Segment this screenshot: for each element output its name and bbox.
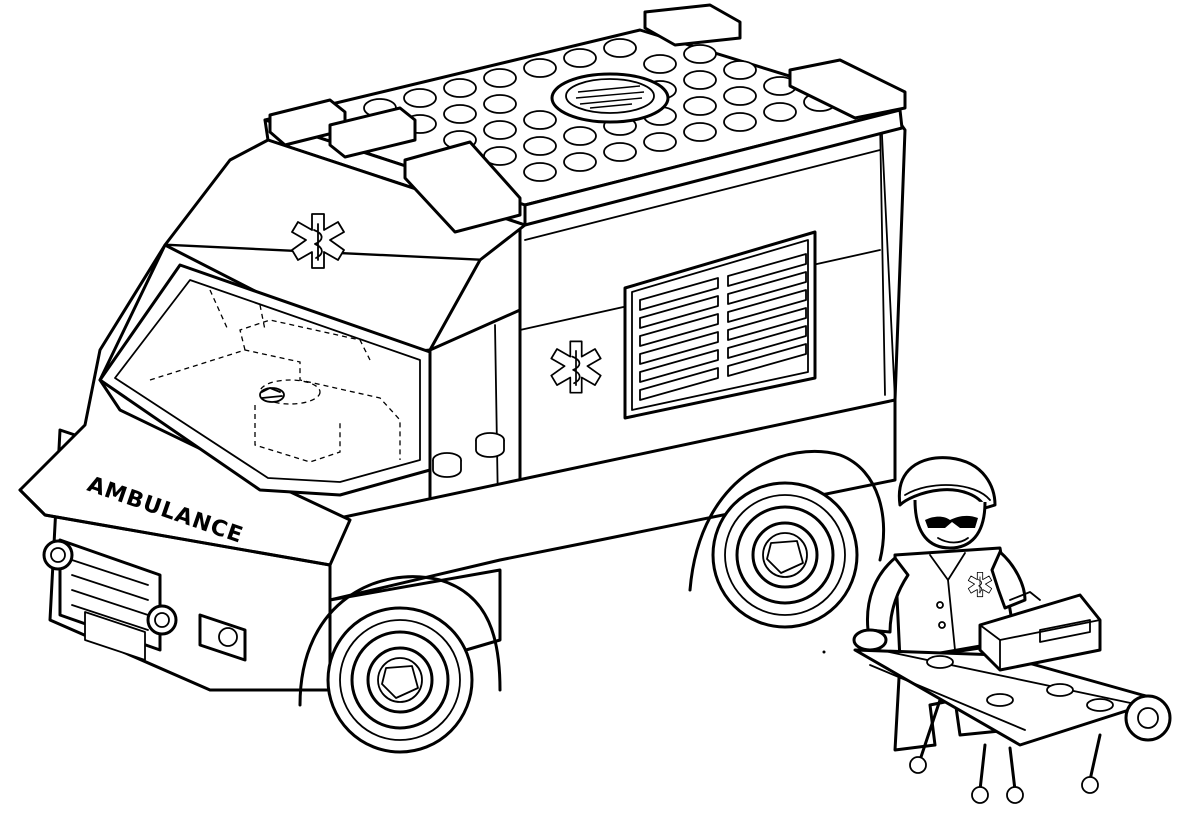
front-wheel: [326, 606, 474, 754]
cab-interior-dashed: [149, 289, 401, 463]
roof-studs: [363, 38, 837, 182]
left-hand: [852, 628, 888, 652]
front-wheel-arch: [298, 575, 502, 707]
head: [913, 499, 987, 550]
helmet: [897, 456, 997, 510]
license-plate: [84, 611, 146, 661]
left-headlight: [42, 539, 74, 571]
medical-kit: [978, 591, 1102, 672]
roof-hatch: [550, 72, 670, 124]
right-arm: [990, 550, 1027, 610]
front-grille: [42, 538, 247, 662]
side-indicator: [198, 613, 247, 662]
sunglasses: [925, 515, 978, 528]
rear-wheel-arch: [688, 450, 886, 592]
right-headlight: [146, 604, 178, 636]
ambulance: AMBULANCE: [18, 3, 907, 754]
stretcher-handle: [1124, 694, 1172, 742]
side-vent-panel: [623, 230, 817, 420]
kit-handle: [1009, 591, 1041, 601]
rear-wheel: [711, 481, 859, 629]
windshield: [98, 263, 505, 497]
stretcher: [853, 648, 1172, 804]
